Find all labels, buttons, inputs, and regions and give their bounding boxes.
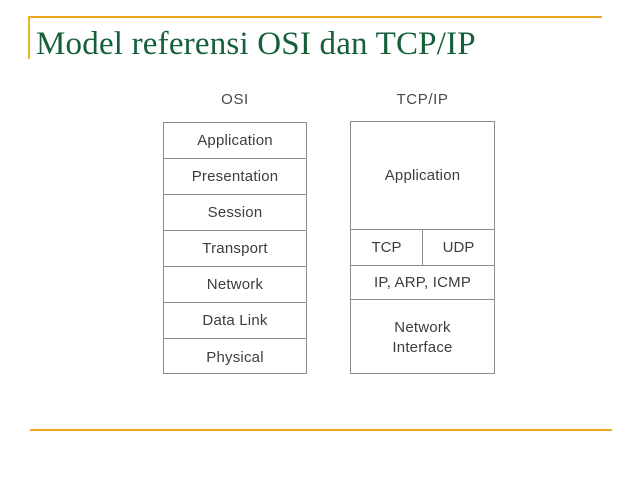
bottom-accent-rule	[30, 429, 612, 431]
top-accent-rule	[28, 16, 602, 18]
tcpip-protocol-tcp: TCP	[351, 230, 423, 265]
tcpip-stack-diagram: Application TCP UDP IP, ARP, ICMP Networ…	[350, 121, 495, 374]
osi-layer-physical: Physical	[206, 348, 264, 366]
osi-layer-application: Application	[164, 123, 306, 159]
osi-stack-diagram: Application Presentation Session Transpo…	[163, 122, 307, 374]
tcpip-layer-network-interface: Network Interface	[351, 300, 494, 376]
osi-layer-presentation: Presentation	[164, 159, 306, 195]
tcpip-netif-line-1: Network	[394, 319, 451, 336]
osi-layer-transport: Transport	[164, 231, 306, 267]
osi-layer-network: Network	[164, 267, 306, 303]
osi-heading-label: OSI	[221, 91, 249, 108]
tcpip-layer-internet: IP, ARP, ICMP	[351, 266, 494, 300]
page-title: Model referensi OSI dan TCP/IP	[36, 26, 476, 62]
tcpip-layer-application: Application	[351, 122, 494, 230]
osi-layer-session: Session	[164, 195, 306, 231]
tcpip-netif-line-2: Interface	[392, 339, 453, 356]
left-accent-rule	[28, 16, 30, 59]
tcpip-layer-transport: TCP UDP	[351, 230, 494, 266]
tcpip-heading-label: TCP/IP	[396, 91, 449, 108]
tcpip-protocol-udp: UDP	[442, 239, 475, 256]
osi-layer-data-link: Data Link	[164, 303, 306, 339]
